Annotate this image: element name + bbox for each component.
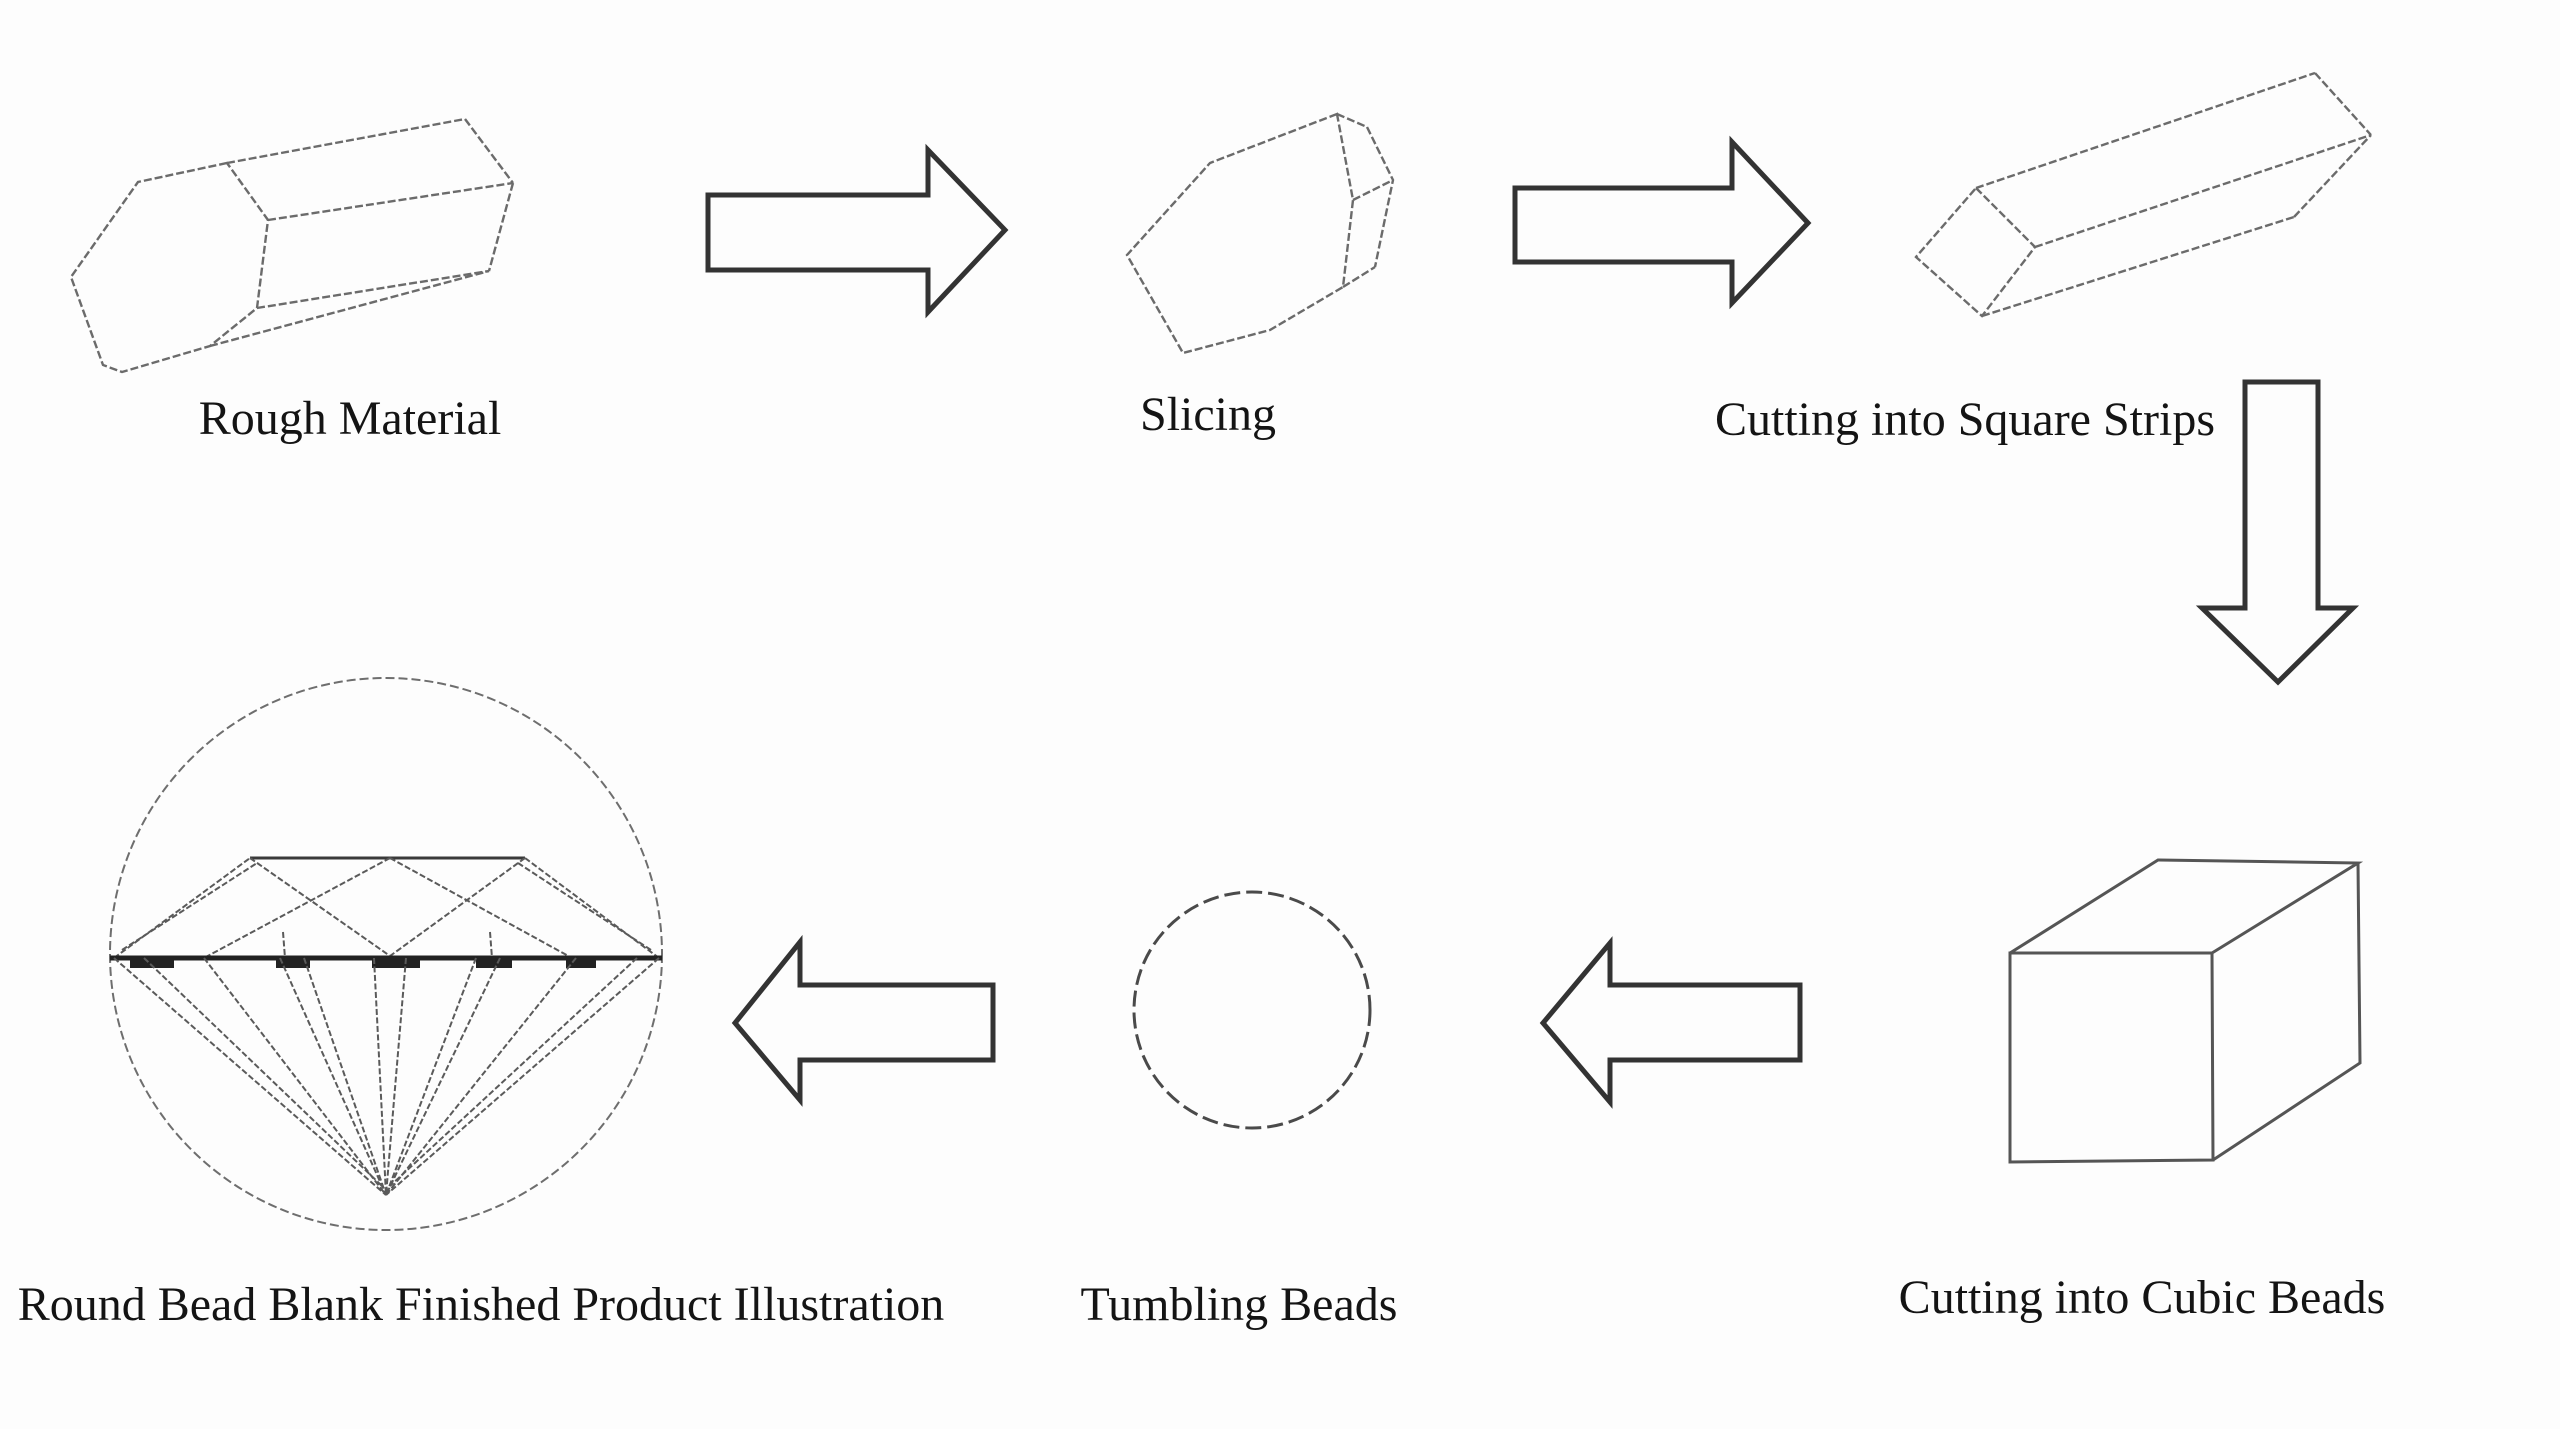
flow-arrow-down-icon xyxy=(2195,379,2360,686)
cubic-bead-cube-icon xyxy=(2008,858,2364,1164)
label-cutting-into-cubic-beads: Cutting into Cubic Beads xyxy=(1898,1271,2386,1324)
slicing-hexagonal-slice-icon xyxy=(1125,112,1395,355)
label-rough-material: Rough Material xyxy=(198,392,502,445)
flow-arrow-left-1-icon xyxy=(1539,936,1803,1109)
flow-arrow-right-1-icon xyxy=(705,143,1009,319)
label-slicing: Slicing xyxy=(1139,388,1277,441)
label-tumbling-beads: Tumbling Beads xyxy=(1080,1278,1398,1331)
round-bead-diamond-illustration xyxy=(109,677,663,1231)
label-round-bead-blank-finished-product: Round Bead Blank Finished Product Illust… xyxy=(17,1278,945,1331)
flow-arrow-right-2-icon xyxy=(1512,135,1812,310)
label-cutting-into-square-strips: Cutting into Square Strips xyxy=(1714,393,2216,446)
flow-arrow-left-2-icon xyxy=(731,934,996,1107)
tumbling-bead-circle-icon xyxy=(1132,890,1372,1130)
rough-material-hexagonal-prism-icon xyxy=(69,117,515,374)
square-strip-bar-icon xyxy=(1914,71,2372,318)
